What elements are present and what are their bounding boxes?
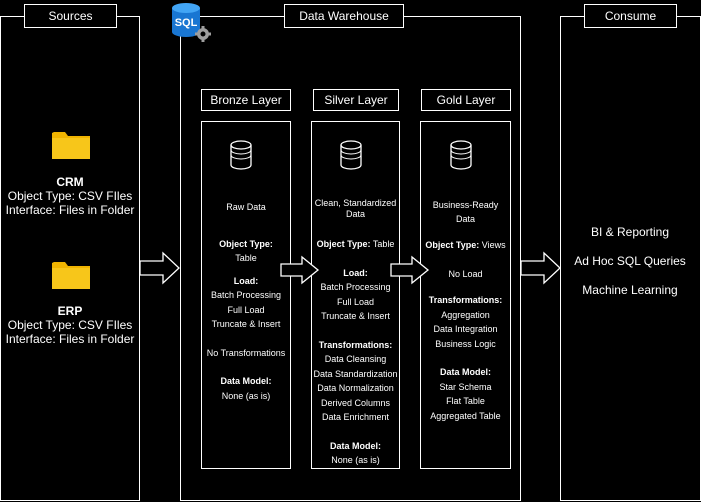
erp-folder-icon	[52, 262, 90, 289]
source-crm-object-type: Object Type: CSV FIles	[7, 189, 133, 203]
silver-database-icon	[340, 140, 362, 170]
gold-layer-title: Gold Layer	[421, 89, 511, 111]
gold-data-model-item: Star Schema	[439, 381, 492, 392]
silver-data-model-label: Data Model:	[329, 440, 381, 451]
silver-transformation-item: Derived Columns	[320, 397, 391, 408]
silver-load-label: Load:	[343, 267, 368, 278]
silver-transformation-item: Data Normalization	[317, 383, 394, 393]
bronze-data-model-label: Data Model:	[220, 376, 272, 386]
gold-object-type: Object Type: Views	[420, 238, 511, 253]
consume-item-machine-learning: Machine Learning	[582, 283, 678, 297]
gold-load: No Load	[448, 268, 483, 279]
silver-description-line: Data	[345, 209, 365, 219]
crm-folder-icon	[52, 132, 90, 159]
gold-layer-details: Business-Ready Data Object Type: Views N…	[420, 198, 511, 423]
consume-item-bi-reporting: BI & Reporting	[590, 225, 670, 239]
arrow-sources-to-warehouse-icon	[139, 251, 180, 285]
consume-title: Consume	[584, 4, 677, 28]
source-erp-interface: Interface: Files in Folder	[5, 332, 135, 346]
sql-badge-text: SQL	[175, 17, 198, 29]
bronze-load-label: Load:	[233, 275, 259, 286]
consume-item-adhoc-sql: Ad Hoc SQL Queries	[574, 254, 686, 268]
source-crm-interface: Interface: Files in Folder	[5, 203, 135, 217]
bronze-layer-details: Raw Data Object Type: Table Load: Batch …	[201, 200, 291, 403]
arrow-silver-to-gold-icon	[390, 255, 430, 285]
silver-transformation-item: Data Enrichment	[321, 412, 390, 422]
gold-layer-box	[420, 121, 511, 469]
bronze-object-type-value: Table	[235, 253, 257, 263]
silver-object-type-value: Table	[372, 239, 395, 249]
sources-panel	[0, 16, 140, 501]
gold-transformation-item: Data Integration	[433, 324, 498, 334]
gold-data-model-label: Data Model:	[439, 367, 491, 377]
silver-load-item: Full Load	[336, 296, 375, 307]
gold-description-line: Business-Ready	[432, 200, 499, 210]
silver-transformation-item: Data Standardization	[313, 368, 398, 379]
consume-panel	[560, 16, 701, 501]
sql-database-icon: SQL	[172, 3, 211, 42]
silver-object-type: Object Type: Table	[311, 237, 400, 252]
source-erp-object-type: Object Type: CSV FIles	[7, 318, 133, 332]
gold-database-icon	[450, 140, 472, 170]
bronze-load-item: Truncate & Insert	[211, 319, 281, 329]
bronze-layer-box	[201, 121, 291, 469]
bronze-transformations: No Transformations	[206, 347, 286, 358]
gold-transformation-item: Aggregation	[441, 309, 490, 320]
source-crm-name: CRM	[56, 175, 84, 189]
source-crm: CRM Object Type: CSV FIles Interface: Fi…	[0, 175, 140, 217]
gold-description-line: Data	[455, 214, 475, 224]
silver-object-type-label: Object Type:	[316, 239, 371, 249]
bronze-load-item: Batch Processing	[210, 290, 282, 300]
source-erp-name: ERP	[57, 304, 83, 318]
silver-load-item: Truncate & Insert	[321, 311, 390, 321]
silver-layer-box	[311, 121, 400, 469]
silver-layer-title: Silver Layer	[313, 89, 399, 111]
source-erp: ERP Object Type: CSV FIles Interface: Fi…	[0, 304, 140, 346]
arrow-warehouse-to-consume-icon	[520, 251, 561, 285]
gold-object-type-value: Views	[481, 240, 506, 250]
silver-transformations-label: Transformations:	[318, 339, 393, 350]
gold-data-model-item: Flat Table	[446, 396, 485, 406]
bronze-data-model-item: None (as is)	[221, 390, 271, 401]
silver-description-line: Clean, Standardized	[314, 198, 397, 208]
gold-transformation-item: Business Logic	[435, 338, 496, 349]
bronze-object-type-label: Object Type:	[219, 238, 273, 249]
gold-data-model-item: Aggregated Table	[430, 410, 501, 421]
warehouse-title: Data Warehouse	[284, 4, 404, 28]
silver-data-model-item: None (as is)	[331, 455, 380, 465]
gold-description: Business-Ready Data	[420, 198, 511, 226]
silver-layer-details: Clean, Standardized Data Object Type: Ta…	[311, 198, 400, 468]
gold-transformations-label: Transformations:	[428, 295, 503, 305]
gold-object-type-label: Object Type:	[425, 240, 480, 250]
bronze-layer-title: Bronze Layer	[201, 89, 291, 111]
silver-description: Clean, Standardized Data	[311, 198, 400, 220]
bronze-database-icon	[230, 140, 252, 170]
silver-transformation-item: Data Cleansing	[324, 354, 387, 364]
bronze-description: Raw Data	[226, 202, 266, 212]
silver-load-item: Batch Processing	[320, 282, 391, 292]
arrow-bronze-to-silver-icon	[280, 255, 320, 285]
sources-title: Sources	[24, 4, 117, 28]
bronze-load-item: Full Load	[227, 304, 265, 315]
